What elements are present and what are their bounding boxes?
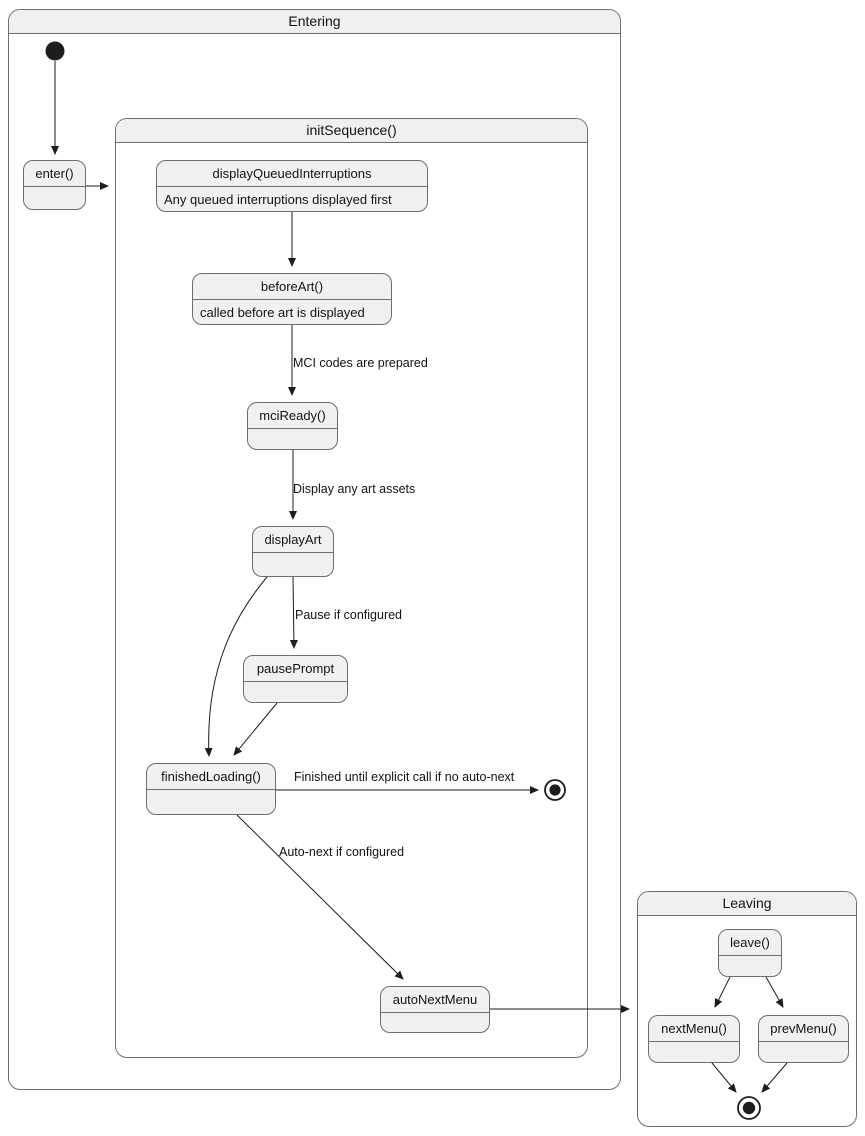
- state-mci-ready: mciReady(): [247, 402, 338, 450]
- state-next-menu-body: [649, 1042, 739, 1062]
- composite-state-leaving-title: Leaving: [638, 892, 856, 916]
- state-display-queued-interruptions: displayQueuedInterruptions Any queued in…: [156, 160, 428, 212]
- state-auto-next-menu: autoNextMenu: [380, 986, 490, 1033]
- state-prev-menu-body: [759, 1042, 848, 1062]
- state-pause-prompt-title: pausePrompt: [244, 656, 347, 682]
- state-finished-loading-title: finishedLoading(): [147, 764, 275, 790]
- state-auto-next-menu-body: [381, 1013, 489, 1032]
- state-prev-menu: prevMenu(): [758, 1015, 849, 1063]
- state-leave: leave(): [718, 929, 782, 977]
- state-display-art-body: [253, 553, 333, 576]
- state-pause-prompt: pausePrompt: [243, 655, 348, 703]
- state-enter-title: enter(): [24, 161, 85, 187]
- state-mci-ready-title: mciReady(): [248, 403, 337, 429]
- edge-label-auto-next: Auto-next if configured: [279, 845, 405, 859]
- state-enter-body: [24, 187, 85, 209]
- state-next-menu: nextMenu(): [648, 1015, 740, 1063]
- composite-state-leaving: Leaving: [637, 891, 857, 1127]
- composite-state-init-sequence: initSequence(): [115, 118, 588, 1058]
- state-before-art-title: beforeArt(): [193, 274, 391, 300]
- state-display-queued-interruptions-description: Any queued interruptions displayed first: [164, 191, 392, 207]
- edge-label-pause-if-configured: Pause if configured: [295, 608, 403, 622]
- state-before-art: beforeArt() called before art is display…: [192, 273, 392, 325]
- state-finished-loading: finishedLoading(): [146, 763, 276, 815]
- edge-label-mci-codes: MCI codes are prepared: [293, 356, 428, 370]
- edge-label-display-assets: Display any art assets: [293, 482, 416, 496]
- state-pause-prompt-body: [244, 682, 347, 702]
- state-mci-ready-body: [248, 429, 337, 449]
- composite-state-entering-title: Entering: [9, 10, 620, 34]
- state-next-menu-title: nextMenu(): [649, 1016, 739, 1042]
- state-display-queued-interruptions-title: displayQueuedInterruptions: [157, 161, 427, 187]
- state-auto-next-menu-title: autoNextMenu: [381, 987, 489, 1013]
- edge-label-finished-until: Finished until explicit call if no auto-…: [294, 770, 515, 784]
- state-display-art: displayArt: [252, 526, 334, 577]
- state-display-art-title: displayArt: [253, 527, 333, 553]
- state-prev-menu-title: prevMenu(): [759, 1016, 848, 1042]
- state-leave-title: leave(): [719, 930, 781, 956]
- state-finished-loading-body: [147, 790, 275, 814]
- state-leave-body: [719, 956, 781, 976]
- composite-state-init-sequence-title: initSequence(): [116, 119, 587, 143]
- state-enter: enter(): [23, 160, 86, 210]
- state-before-art-description: called before art is displayed: [200, 304, 365, 320]
